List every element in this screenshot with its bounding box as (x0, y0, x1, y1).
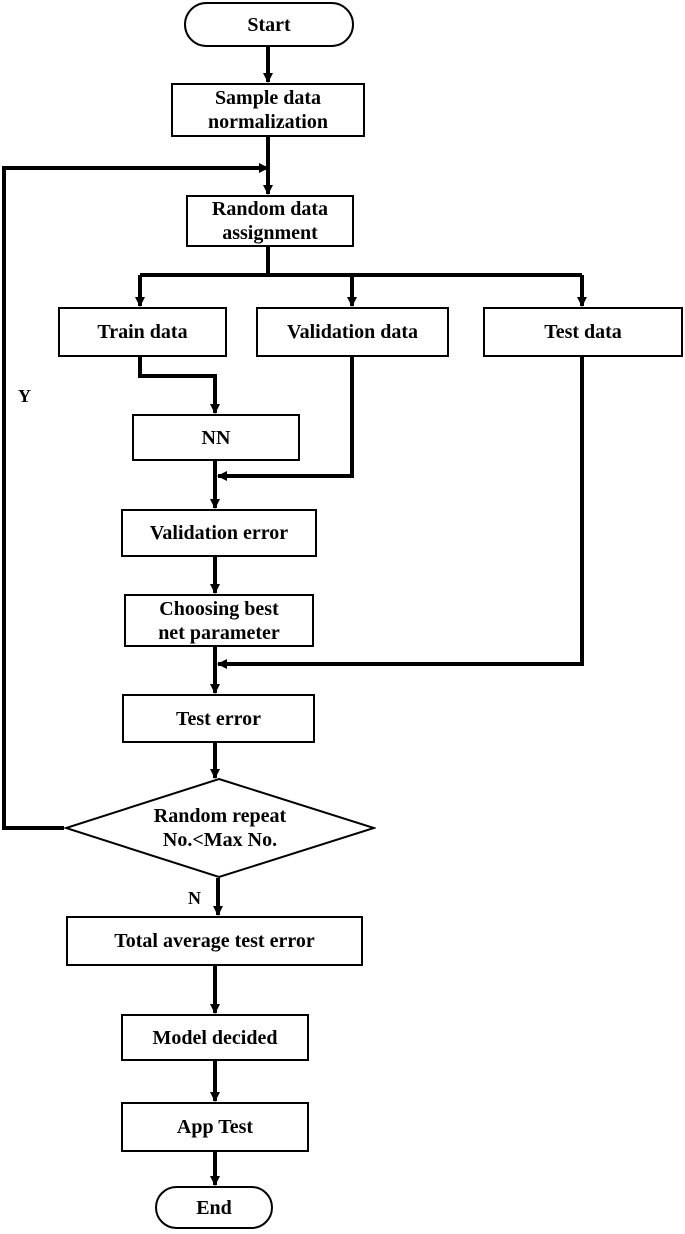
test-error-node: Test error (122, 694, 315, 743)
test-data-label: Test data (544, 321, 622, 343)
train-data-node: Train data (58, 307, 227, 357)
choose-params-label-line2: net parameter (158, 621, 280, 644)
train-data-label: Train data (97, 321, 188, 343)
end-node: End (155, 1186, 273, 1229)
test-error-label: Test error (176, 707, 261, 730)
validation-error-node: Validation error (121, 509, 317, 557)
app-test-node: App Test (121, 1102, 309, 1152)
normalize-label-line1: Sample data (214, 87, 322, 109)
edge-label-no: N (188, 888, 201, 908)
arrow-test-join (217, 357, 584, 669)
app-test-label: App Test (176, 1116, 254, 1138)
end-label: End (196, 1196, 232, 1219)
arrow-validation-join (217, 357, 354, 481)
model-decided-label: Model decided (152, 1026, 278, 1049)
nn-node: NN (132, 414, 300, 461)
validation-error-label: Validation error (149, 522, 289, 544)
total-error-label: Total average test error (114, 930, 315, 952)
choose-params-label-line1: Choosing best (159, 597, 279, 620)
choose-params-node: Choosing best net parameter (124, 594, 314, 647)
decision-text: Random repeat No.<Max No. (100, 800, 340, 856)
start-label: Start (247, 13, 291, 36)
model-decided-node: Model decided (121, 1014, 309, 1061)
decision-label-line2: No.<Max No. (162, 829, 278, 851)
normalize-label-line2: normalization (208, 111, 328, 133)
decision-diamond (64, 777, 376, 879)
assign-label-line1: Random data (211, 198, 329, 220)
nn-label: NN (201, 426, 231, 449)
validation-data-label: Validation data (287, 321, 418, 343)
arrow-train-to-nn (138, 357, 220, 414)
total-error-node: Total average test error (66, 916, 363, 966)
normalize-node: Sample data normalization (171, 83, 365, 137)
assign-node: Random data assignment (186, 195, 354, 247)
start-node: Start (184, 2, 354, 47)
edge-label-yes: Y (18, 386, 31, 406)
decision-label-line1: Random repeat (153, 805, 287, 827)
arrow-loop-back-yes (2, 163, 269, 830)
validation-data-node: Validation data (256, 307, 449, 357)
test-data-node: Test data (483, 307, 683, 357)
assign-label-line2: assignment (222, 222, 318, 244)
